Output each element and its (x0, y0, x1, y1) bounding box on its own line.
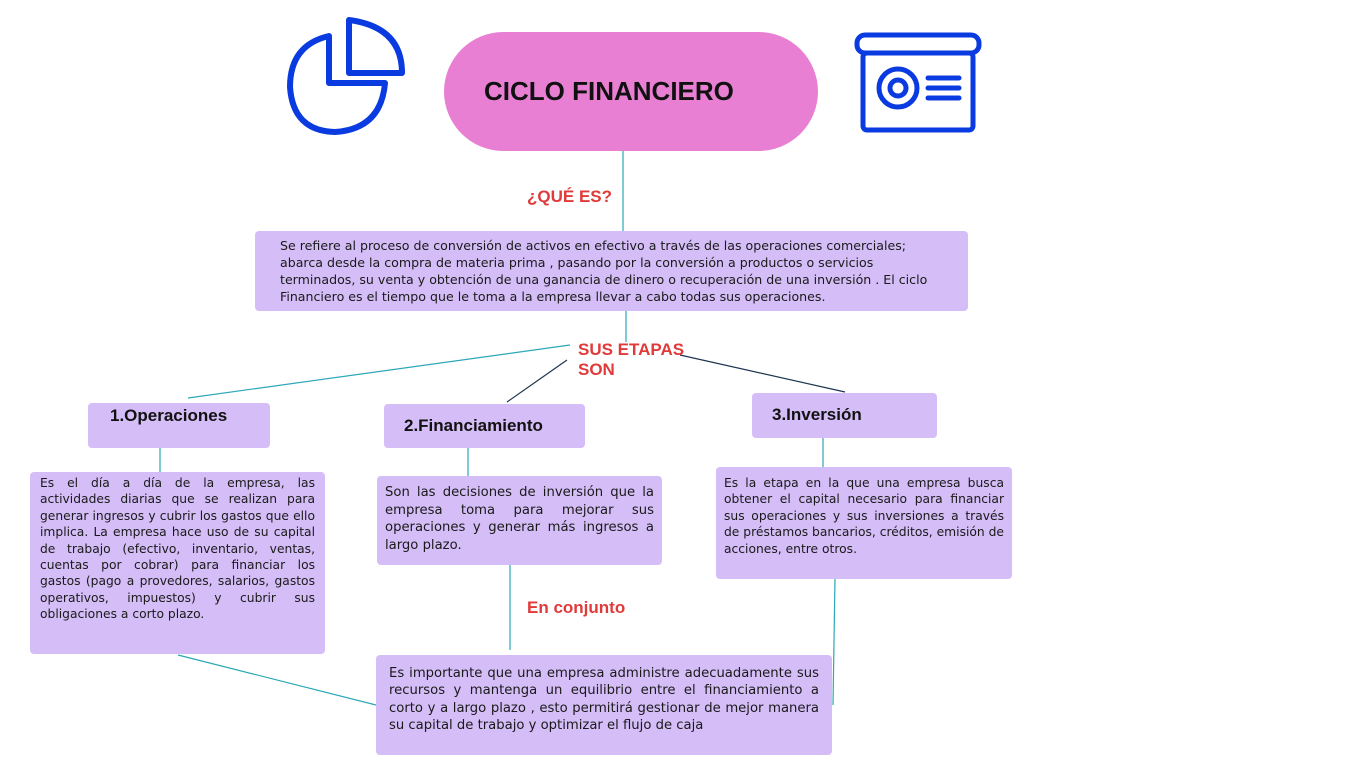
conclusion-box: Es importante que una empresa administre… (376, 655, 832, 755)
stage-desc-inversion: Es la etapa en la que una empresa busca … (716, 467, 1012, 579)
stage-desc-text: Son las decisiones de inversión que la e… (385, 485, 654, 553)
title: CICLO FINANCIERO (484, 76, 734, 106)
question-label: ¿QUÉ ES? (527, 187, 613, 206)
stage-title-text: 3.Inversión (772, 405, 862, 424)
stage-title-text: 1.Operaciones (110, 406, 228, 425)
presentation-icon (854, 32, 982, 133)
pie-chart-icon (287, 17, 405, 135)
stage-desc-text: Es el día a día de la empresa, las activ… (40, 476, 315, 622)
definition-text: Se refiere al proceso de conversión de a… (280, 238, 928, 304)
stage-desc-financiamiento: Son las decisiones de inversión que la e… (377, 476, 662, 565)
stage-desc-text: Es la etapa en la que una empresa busca … (724, 476, 1004, 556)
stage-title-text: 2.Financiamiento (404, 416, 543, 435)
stage-title-financiamiento: 2.Financiamiento (384, 404, 585, 448)
stage-title-operaciones: 1.Operaciones (88, 403, 270, 448)
together-label: En conjunto (527, 598, 626, 617)
definition-box: Se refiere al proceso de conversión de a… (255, 231, 968, 311)
stage-desc-operaciones: Es el día a día de la empresa, las activ… (30, 472, 325, 654)
stages-label: SUS ETAPAS SON (578, 340, 685, 379)
title-pill: CICLO FINANCIERO (444, 32, 818, 151)
conclusion-text: Es importante que una empresa administre… (389, 666, 819, 733)
stage-title-inversion: 3.Inversión (752, 393, 937, 438)
